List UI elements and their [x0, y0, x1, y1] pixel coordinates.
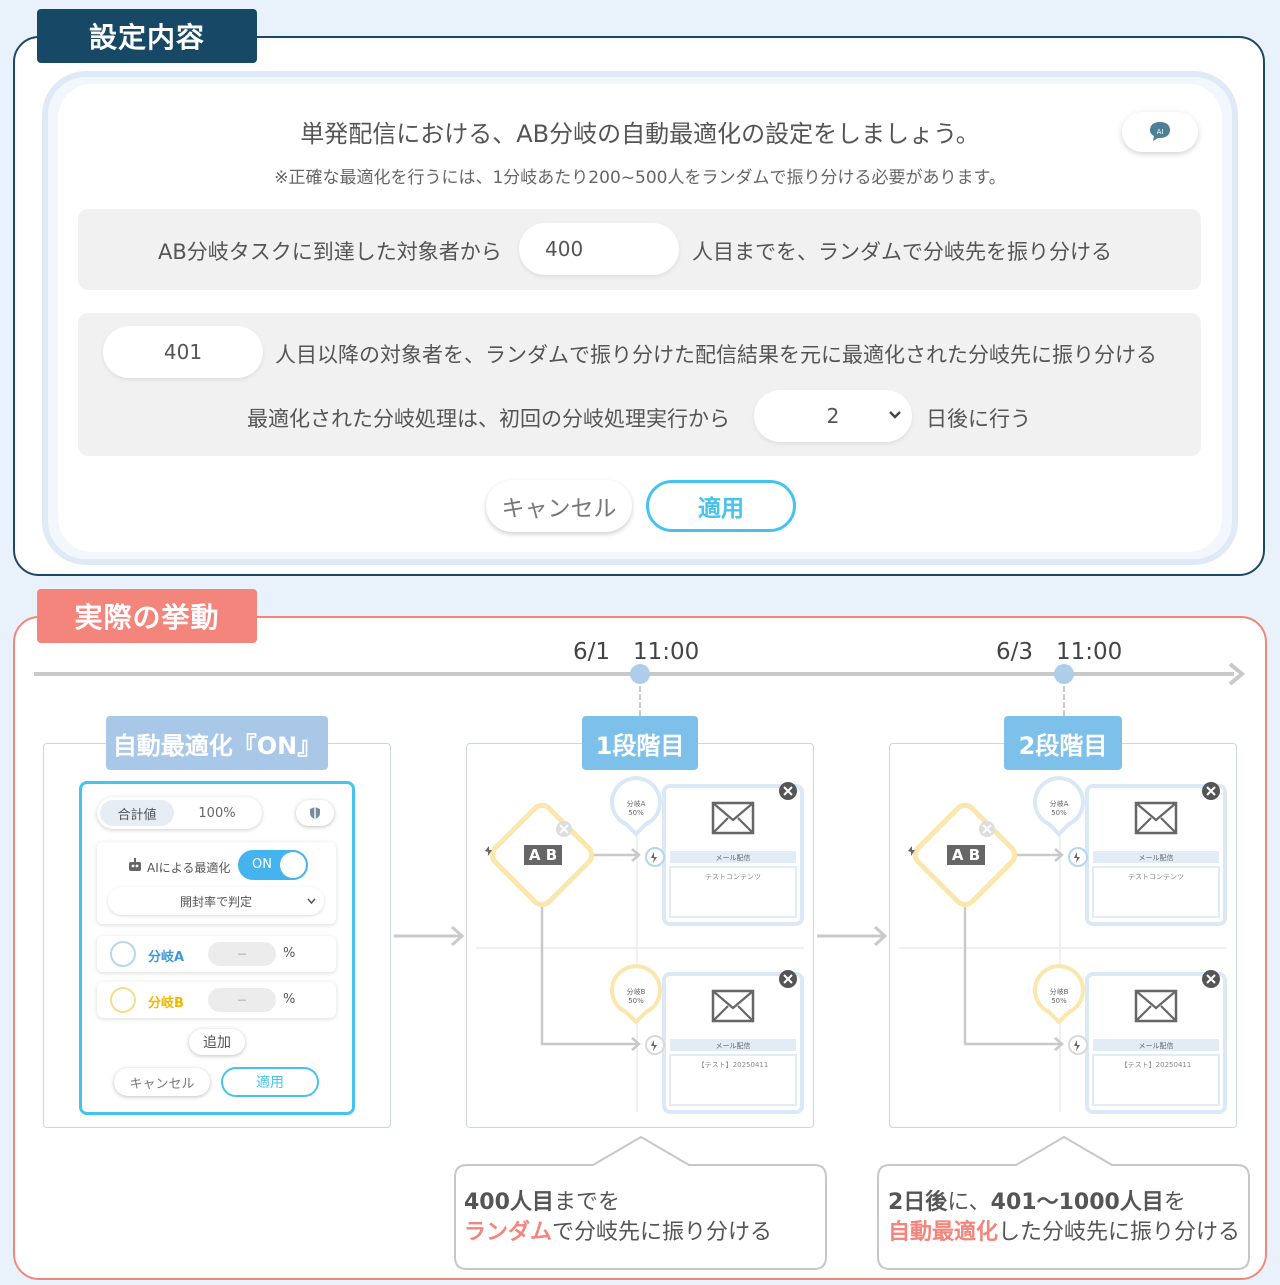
toggle-knob [280, 852, 306, 878]
bubble2-text3: した分岐先に振り分ける [998, 1220, 1241, 1245]
flow-arrow-1-icon [394, 925, 465, 947]
flow-lines [476, 776, 804, 1114]
branch-b-icon [110, 987, 136, 1013]
chevron-down-icon [889, 411, 901, 419]
bubble1-line1: 400人目までを [464, 1188, 620, 1218]
pin-b-label: 分岐B [626, 988, 646, 996]
branch-b-input[interactable]: － [208, 988, 276, 1012]
timeline-marker-1 [630, 664, 650, 684]
settings-tag: 設定内容 [37, 9, 257, 63]
flow-arrow-2-icon [817, 925, 888, 947]
mail-b-label: メール配信 [715, 1042, 751, 1050]
bubble1-text2: で分岐先に振り分ける [552, 1220, 773, 1245]
bubble1-line2: ランダムで分岐先に振り分ける [464, 1218, 772, 1248]
bubble1-text1: までを [553, 1190, 620, 1215]
ab-split-icon: A B [947, 845, 985, 865]
bubble2-pink: 自動最適化 [888, 1220, 999, 1245]
svg-text:AI: AI [1157, 128, 1164, 136]
settings-note: ※正確な最適化を行うには、1分岐あたり200~500人をランダムで振り分ける必要… [274, 168, 1006, 188]
timeline-arrow-icon [1228, 662, 1246, 686]
ai-toggle[interactable]: ON [238, 850, 308, 880]
mail-a-content: テストコンテンツ [705, 873, 761, 881]
flow-lines [899, 776, 1227, 1114]
branch-a-icon [110, 941, 136, 967]
bubble2-line2: 自動最適化した分岐先に振り分ける [888, 1218, 1240, 1248]
add-branch-button[interactable]: 追加 [189, 1029, 245, 1055]
branch-a-pct: % [283, 946, 296, 961]
timeline-marker-2 [1054, 664, 1074, 684]
robot-icon [129, 858, 141, 871]
timeline-connector-2 [1063, 686, 1065, 716]
ai-toggle-label: ON [252, 857, 272, 872]
time-label-2: 6/3 11:00 [996, 639, 1123, 665]
judge-select[interactable]: 開封率で判定 [108, 887, 324, 915]
row3-prefix: 最適化された分岐処理は、初回の分岐処理実行から [247, 407, 730, 431]
stage1-title: 1段階目 [582, 716, 698, 770]
shield-button[interactable] [296, 800, 334, 826]
judge-select-value: 開封率で判定 [179, 894, 252, 909]
row3-suffix: 日後に行う [926, 407, 1031, 431]
pin-b-label: 分岐B [1049, 988, 1069, 996]
behavior-tag: 実際の挙動 [37, 589, 257, 643]
days-select-value: 2 [826, 404, 840, 428]
mail-b-label: メール配信 [1138, 1042, 1174, 1050]
popup-apply-button[interactable]: 適用 [221, 1067, 319, 1097]
mail-b-content: 【テスト】20250411 [1120, 1061, 1192, 1069]
apply-button[interactable]: 適用 [646, 480, 796, 532]
bubble1-strong: 400人目 [464, 1190, 554, 1215]
pin-a-label: 分岐A [626, 800, 646, 808]
ai-toggle-button[interactable]: AI [1122, 112, 1198, 152]
mail-a-label: メール配信 [1138, 854, 1174, 862]
bubble2-shape [877, 1135, 1250, 1270]
mail-b-content: 【テスト】20250411 [697, 1061, 769, 1069]
pin-a-pct: 50% [628, 809, 644, 817]
bubble2-text2: を [1163, 1190, 1186, 1215]
ab-split-icon: A B [524, 845, 562, 865]
pin-a-pct: 50% [1051, 809, 1067, 817]
bubble1-pink: ランダム [464, 1220, 553, 1245]
bubble2-text1: に、 [947, 1190, 991, 1215]
chevron-down-icon [307, 898, 316, 905]
bubble2-strong2: 401～1000人目 [990, 1190, 1164, 1215]
branch-a-input[interactable]: － [208, 942, 276, 966]
bubble1-shape [454, 1135, 827, 1270]
row2-text: 人目以降の対象者を、ランダムで振り分けた配信結果を元に最適化された分岐先に振り分… [275, 343, 1157, 367]
row1-prefix: AB分岐タスクに到達した対象者から [158, 240, 502, 264]
total-label: 合計値 [100, 800, 174, 826]
timeline-connector-1 [639, 686, 641, 716]
shield-icon [310, 807, 320, 819]
ai-optimize-label: AIによる最適化 [147, 861, 231, 875]
optimize-start-input[interactable]: 401 [103, 326, 263, 378]
branch-a-label: 分岐A [148, 950, 185, 965]
pin-b-pct: 50% [628, 997, 644, 1005]
optimize-row [78, 313, 1201, 456]
branch-b-pct: % [283, 992, 296, 1007]
row1-suffix: 人目までを、ランダムで分岐先を振り分ける [692, 240, 1112, 264]
settings-heading: 単発配信における、AB分岐の自動最適化の設定をしましょう。 [300, 120, 980, 148]
bubble2-strong1: 2日後 [888, 1190, 948, 1215]
branch-b-label: 分岐B [148, 996, 184, 1011]
mail-a-label: メール配信 [715, 854, 751, 862]
time-label-1: 6/1 11:00 [573, 639, 700, 665]
auto-optimize-title: 自動最適化『ON』 [106, 716, 328, 770]
days-select[interactable]: 2 [754, 390, 912, 442]
mail-a-content: テストコンテンツ [1128, 873, 1184, 881]
bubble2-line1: 2日後に、401～1000人目を [888, 1188, 1186, 1218]
pin-a-label: 分岐A [1049, 800, 1069, 808]
popup-cancel-button[interactable]: キャンセル [114, 1068, 210, 1096]
random-count-input[interactable]: 400 [519, 223, 679, 275]
cancel-button[interactable]: キャンセル [486, 480, 632, 532]
ai-brain-icon: AI [1150, 122, 1170, 141]
pin-b-pct: 50% [1051, 997, 1067, 1005]
stage2-title: 2段階目 [1004, 716, 1122, 770]
total-value: 100% [198, 806, 236, 821]
